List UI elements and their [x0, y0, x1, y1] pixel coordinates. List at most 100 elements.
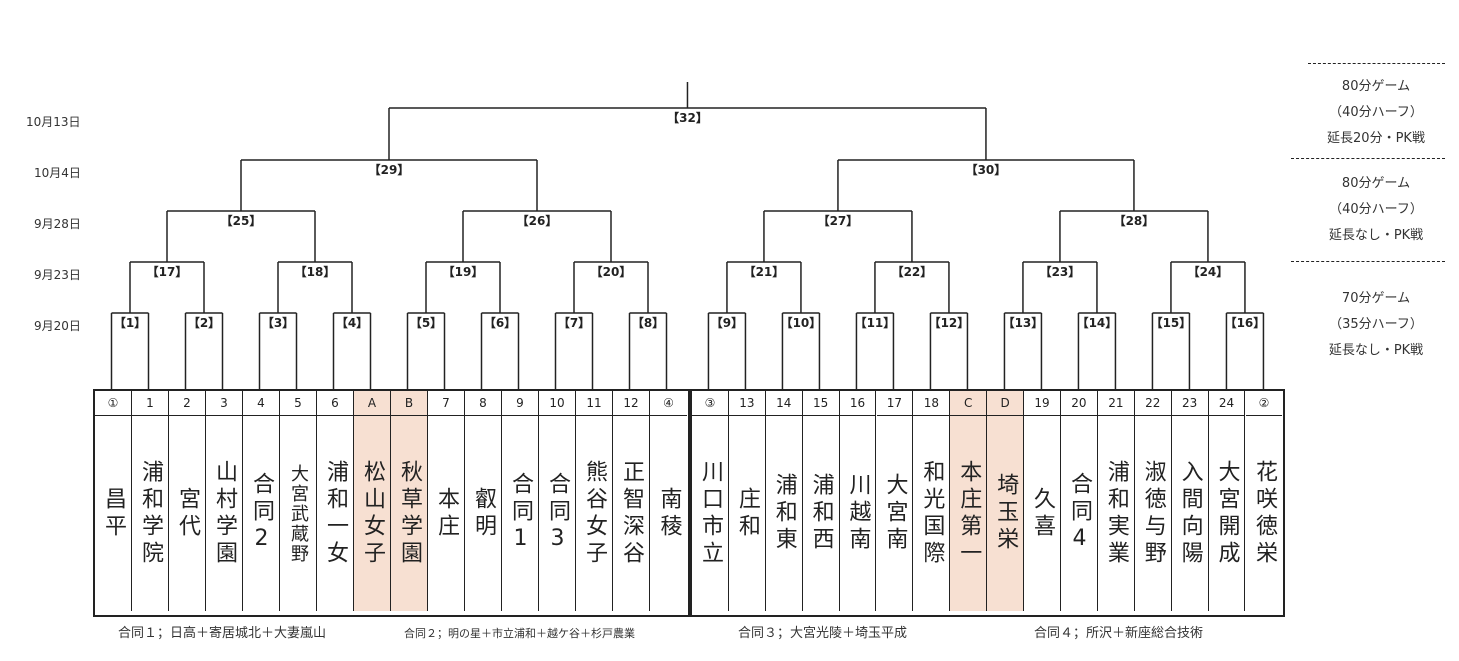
- team-cell: 淑徳与野: [1135, 416, 1171, 611]
- team-name: 本庄: [434, 486, 459, 541]
- seed-number: 12: [613, 391, 649, 416]
- team-name: 熊谷女子: [582, 459, 607, 568]
- date-round4: 10月4日: [34, 166, 81, 180]
- seed-number: 21: [1097, 391, 1134, 416]
- seed-number: 24: [1208, 391, 1245, 416]
- note-joint-4: 合同４；所沢＋新座総合技術: [1034, 626, 1204, 641]
- seed-number: 6: [317, 391, 353, 416]
- team-name: 和光国際: [919, 459, 945, 568]
- seed-number: 22: [1134, 391, 1171, 416]
- match-label-r1-16: 【16】: [1224, 316, 1266, 330]
- seed-number: 11: [576, 391, 612, 416]
- seed-number: 19: [1024, 391, 1060, 416]
- rule-early-duration: 70分ゲーム: [1341, 291, 1411, 306]
- match-label-r1-7: 【7】: [557, 316, 591, 330]
- team-cell: 本庄第一: [950, 416, 986, 611]
- match-label-r2-6: 【22】: [891, 265, 933, 279]
- team-cell: 入間向陽: [1172, 416, 1208, 611]
- match-label-r3-4: 【28】: [1113, 214, 1155, 228]
- team-cell: 叡明: [465, 416, 501, 611]
- date-round1: 9月20日: [34, 319, 81, 333]
- team-cell: 浦和一女: [317, 416, 353, 611]
- team-cell: 合同1: [502, 416, 538, 611]
- team-name: 叡明: [471, 486, 496, 541]
- team-cell: 合同4: [1061, 416, 1097, 611]
- seed-number: 2: [169, 391, 205, 416]
- team-name: 山村学園: [212, 459, 237, 568]
- team-name: 合同2: [249, 471, 274, 556]
- team-name: 入間向陽: [1177, 459, 1203, 568]
- match-label-r2-5: 【21】: [743, 265, 785, 279]
- seed-number: ④: [650, 391, 687, 416]
- team-cell: 大宮武蔵野: [280, 416, 316, 611]
- seed-number: 1: [132, 391, 168, 416]
- rule-final-duration: 80分ゲーム: [1341, 79, 1411, 94]
- team-name: 浦和実業: [1103, 459, 1129, 568]
- team-cell: 山村学園: [206, 416, 242, 611]
- team-cell: 和光国際: [913, 416, 949, 611]
- seed-number: B: [391, 391, 427, 416]
- team-cell: 正智深谷: [613, 416, 649, 611]
- seed-number: 14: [765, 391, 802, 416]
- team-cell: 昌平: [95, 416, 131, 611]
- team-cell: 松山女子: [354, 416, 390, 611]
- team-name: 松山女子: [360, 459, 385, 568]
- match-label-r1-8: 【8】: [631, 316, 665, 330]
- seed-number: 17: [876, 391, 913, 416]
- rule-divider: [1308, 63, 1445, 64]
- rule-middle-duration: 80分ゲーム: [1341, 176, 1411, 191]
- date-final: 10月13日: [26, 115, 81, 129]
- match-label-r2-2: 【18】: [294, 265, 336, 279]
- rule-block-early: 70分ゲーム （35分ハーフ） 延長なし・PK戦: [1296, 286, 1456, 364]
- match-label-r1-4: 【4】: [335, 316, 369, 330]
- seed-number: 18: [913, 391, 950, 416]
- rule-early-extra: 延長なし・PK戦: [1328, 343, 1424, 358]
- seed-number: 5: [280, 391, 316, 416]
- team-cell: 秋草学園: [391, 416, 427, 611]
- team-column: ④ 南稜: [650, 391, 687, 611]
- match-label-r3-2: 【26】: [516, 214, 558, 228]
- team-column: 11 熊谷女子: [576, 391, 613, 611]
- seed-number: ①: [95, 391, 131, 416]
- team-name: 大宮開成: [1214, 459, 1240, 568]
- team-name: 花咲徳栄: [1251, 459, 1277, 568]
- team-name: 大宮武蔵野: [288, 463, 309, 564]
- match-label-r1-3: 【3】: [261, 316, 295, 330]
- team-cell: 大宮開成: [1209, 416, 1245, 611]
- team-column: 17 大宮南: [876, 391, 914, 611]
- match-label-r1-14: 【14】: [1076, 316, 1118, 330]
- match-label-r1-2: 【2】: [187, 316, 221, 330]
- team-column: 5 大宮武蔵野: [280, 391, 317, 611]
- seed-number: 8: [465, 391, 501, 416]
- team-column: 24 大宮開成: [1208, 391, 1246, 611]
- rule-divider: [1291, 158, 1445, 159]
- match-label-r2-4: 【20】: [590, 265, 632, 279]
- team-cell: 花咲徳栄: [1246, 416, 1283, 611]
- team-cell: 宮代: [169, 416, 205, 611]
- team-name: 浦和西: [808, 473, 834, 554]
- team-name: 宮代: [175, 486, 200, 541]
- match-label-r2-1: 【17】: [146, 265, 188, 279]
- seed-number: 10: [539, 391, 575, 416]
- rule-middle-half: （40分ハーフ）: [1329, 202, 1423, 217]
- team-name: 大宮南: [882, 473, 908, 554]
- seed-number: 3: [206, 391, 242, 416]
- team-column: 8 叡明: [465, 391, 502, 611]
- team-name: 南稜: [656, 486, 682, 541]
- match-label-r2-7: 【23】: [1039, 265, 1081, 279]
- seed-number: A: [354, 391, 390, 416]
- team-column: 2 宮代: [169, 391, 206, 611]
